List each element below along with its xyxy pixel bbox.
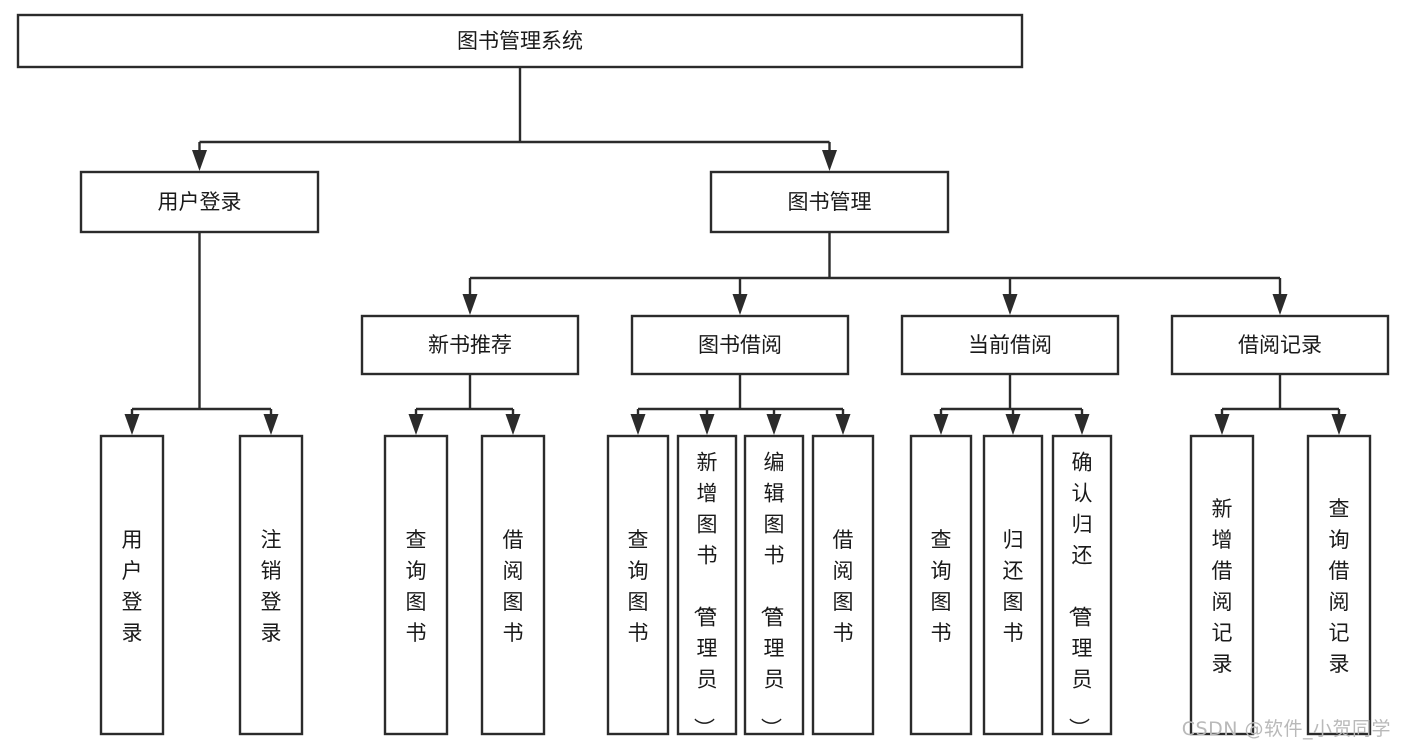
node-leaf-1[interactable]: 注销登录 xyxy=(238,434,304,736)
node-rect xyxy=(811,434,875,736)
node-label: 查询图书 xyxy=(628,528,649,645)
arrow-head-icon xyxy=(1002,294,1018,315)
node-label: 当前借阅 xyxy=(968,333,1052,357)
arrow-head-icon xyxy=(822,150,837,171)
arrow-head-icon xyxy=(124,414,140,435)
node-leaf-11[interactable]: 新增借阅记录 xyxy=(1189,434,1255,736)
node-rect xyxy=(630,314,850,376)
node-label: 用户登录 xyxy=(122,528,143,645)
node-label: 用户登录 xyxy=(158,190,242,214)
node-level2-0[interactable]: 用户登录 xyxy=(79,170,320,234)
arrow-head-icon xyxy=(1074,414,1090,435)
arrow-head-icon xyxy=(933,414,949,435)
arrow-head-icon xyxy=(766,414,782,435)
node-label: 查询借阅记录 xyxy=(1329,497,1350,676)
arrow-head-icon xyxy=(408,414,424,435)
node-label: 借阅记录 xyxy=(1238,333,1322,357)
node-leaf-0[interactable]: 用户登录 xyxy=(99,434,165,736)
node-label: 新增图书（管理员） xyxy=(692,451,718,739)
arrow-head-icon xyxy=(192,150,207,171)
node-label: 借阅图书 xyxy=(833,528,854,645)
node-leaf-7[interactable]: 借阅图书 xyxy=(811,434,875,736)
node-label: 编辑图书（管理员） xyxy=(759,451,785,739)
node-level3-2[interactable]: 当前借阅 xyxy=(900,314,1120,376)
node-label: 图书管理 xyxy=(788,190,872,214)
nodes-layer: 图书管理系统用户登录图书管理新书推荐图书借阅当前借阅借阅记录用户登录注销登录查询… xyxy=(16,13,1390,739)
node-rect xyxy=(900,314,1120,376)
node-label: 查询图书 xyxy=(931,528,952,645)
arrow-head-icon xyxy=(1331,414,1347,435)
node-rect xyxy=(743,434,805,736)
node-leaf-6[interactable]: 编辑图书（管理员） xyxy=(743,434,805,739)
node-rect xyxy=(1051,434,1113,736)
node-leaf-5[interactable]: 新增图书（管理员） xyxy=(676,434,738,739)
node-label: 新书推荐 xyxy=(428,333,512,357)
node-leaf-2[interactable]: 查询图书 xyxy=(383,434,449,736)
arrow-head-icon xyxy=(462,294,478,315)
node-leaf-12[interactable]: 查询借阅记录 xyxy=(1306,434,1372,736)
node-label: 借阅图书 xyxy=(503,528,524,645)
node-rect xyxy=(1189,434,1255,736)
node-rect xyxy=(676,434,738,736)
arrow-head-icon xyxy=(1272,294,1288,315)
node-level2-1[interactable]: 图书管理 xyxy=(709,170,950,234)
node-rect xyxy=(16,13,1024,69)
arrow-head-icon xyxy=(1005,414,1021,435)
arrow-head-icon xyxy=(835,414,851,435)
node-label: 确认归还（管理员） xyxy=(1067,451,1093,739)
node-label: 新增借阅记录 xyxy=(1212,497,1233,676)
node-rect xyxy=(238,434,304,736)
node-rect xyxy=(79,170,320,234)
node-rect xyxy=(99,434,165,736)
node-level3-0[interactable]: 新书推荐 xyxy=(360,314,580,376)
node-rect xyxy=(909,434,973,736)
arrow-head-icon xyxy=(1214,414,1230,435)
node-leaf-4[interactable]: 查询图书 xyxy=(606,434,670,736)
node-rect xyxy=(480,434,546,736)
node-level3-1[interactable]: 图书借阅 xyxy=(630,314,850,376)
node-label: 查询图书 xyxy=(406,528,427,645)
node-rect xyxy=(606,434,670,736)
node-rect xyxy=(383,434,449,736)
node-leaf-10[interactable]: 确认归还（管理员） xyxy=(1051,434,1113,739)
csdn-watermark: CSDN @软件_小贺同学 xyxy=(1181,718,1391,740)
node-label: 图书管理系统 xyxy=(457,29,583,53)
node-label: 归还图书 xyxy=(1003,528,1024,645)
arrow-head-icon xyxy=(630,414,646,435)
arrow-head-icon xyxy=(699,414,715,435)
node-root-图书管理系统[interactable]: 图书管理系统 xyxy=(16,13,1024,69)
connectors-layer xyxy=(124,67,1347,435)
node-rect xyxy=(982,434,1044,736)
arrow-head-icon xyxy=(263,414,279,435)
arrow-head-icon xyxy=(505,414,521,435)
node-leaf-8[interactable]: 查询图书 xyxy=(909,434,973,736)
node-rect xyxy=(709,170,950,234)
arrow-head-icon xyxy=(732,294,748,315)
node-leaf-3[interactable]: 借阅图书 xyxy=(480,434,546,736)
node-rect xyxy=(1306,434,1372,736)
node-rect xyxy=(1170,314,1390,376)
node-label: 图书借阅 xyxy=(698,333,782,357)
node-leaf-9[interactable]: 归还图书 xyxy=(982,434,1044,736)
node-label: 注销登录 xyxy=(261,528,282,645)
node-level3-3[interactable]: 借阅记录 xyxy=(1170,314,1390,376)
node-rect xyxy=(360,314,580,376)
